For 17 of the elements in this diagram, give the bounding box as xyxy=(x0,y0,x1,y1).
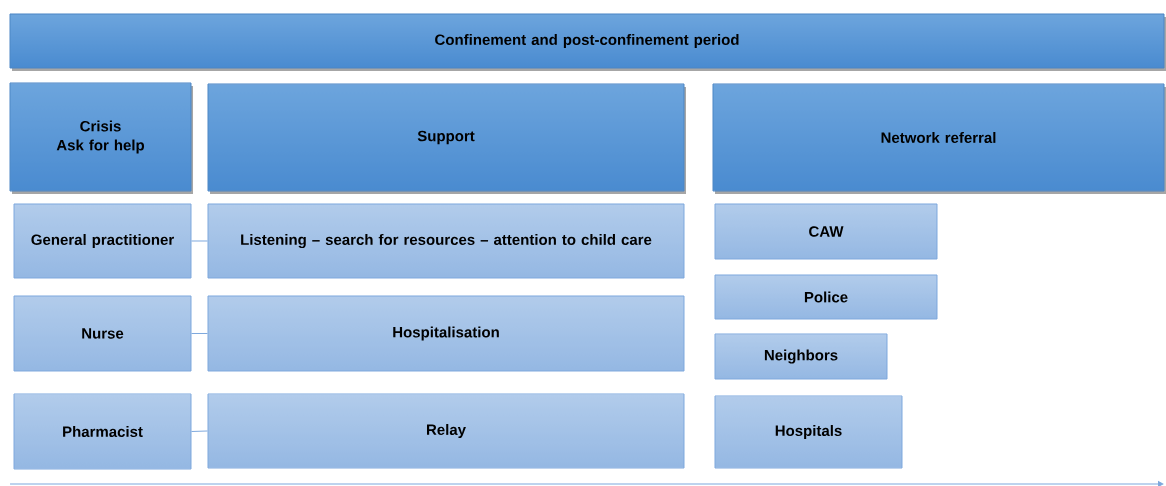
item-box: Nurse xyxy=(13,295,192,372)
connector-line xyxy=(191,333,208,334)
header-box: Support xyxy=(207,83,686,194)
item-box: Pharmacist xyxy=(13,393,192,470)
item-box: Hospitals xyxy=(714,395,903,469)
header-box: Confinement and post-confinement period xyxy=(9,13,1166,71)
item-box: Listening – search for resources – attention to child care xyxy=(207,203,685,279)
item-box: Hospitalisation xyxy=(207,295,685,372)
header-box: Network referral xyxy=(712,83,1166,194)
item-box: CAW xyxy=(714,203,938,260)
item-box: Police xyxy=(714,274,938,320)
item-box: General practitioner xyxy=(13,203,192,279)
item-box: Neighbors xyxy=(714,333,888,380)
connector-line xyxy=(191,430,208,432)
connector-line xyxy=(191,240,208,242)
header-box: Crisis Ask for help xyxy=(9,82,193,194)
item-box: Relay xyxy=(207,393,685,469)
